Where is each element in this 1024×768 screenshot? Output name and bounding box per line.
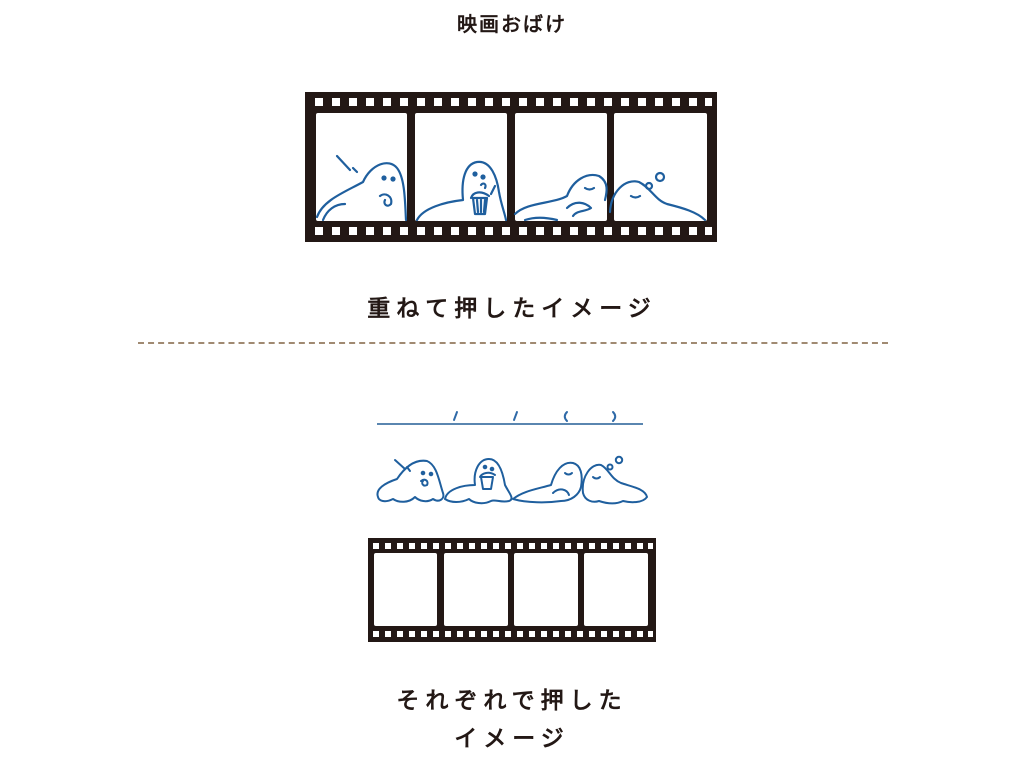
film-strip-overlaid — [305, 92, 717, 242]
page-title: 映画おばけ — [457, 12, 567, 36]
caption-separate-line1: それぞれで押した — [396, 688, 628, 714]
blue-line-with-marks-illustration — [377, 411, 643, 425]
sprocket-holes-top — [315, 98, 712, 106]
film-strip-empty — [368, 538, 656, 642]
sprocket-holes-bottom — [373, 631, 653, 637]
caption-separate: それぞれで押した イメージ — [0, 682, 1024, 758]
caption-overlaid: 重ねて押したイメージ — [367, 296, 657, 322]
sprocket-holes-bottom — [315, 227, 712, 235]
blue-line-stamp — [377, 407, 645, 427]
sprocket-holes-top — [373, 543, 653, 549]
caption-separate-line2: イメージ — [454, 726, 570, 752]
dashed-divider — [138, 342, 888, 344]
ghost-illustrations — [315, 154, 707, 222]
frames — [374, 553, 648, 626]
empty-film-strip-illustration — [368, 538, 656, 642]
ghost-stamp — [375, 455, 650, 507]
four-ghosts-illustration — [376, 455, 648, 505]
film-strip-with-ghosts-illustration — [305, 92, 717, 242]
